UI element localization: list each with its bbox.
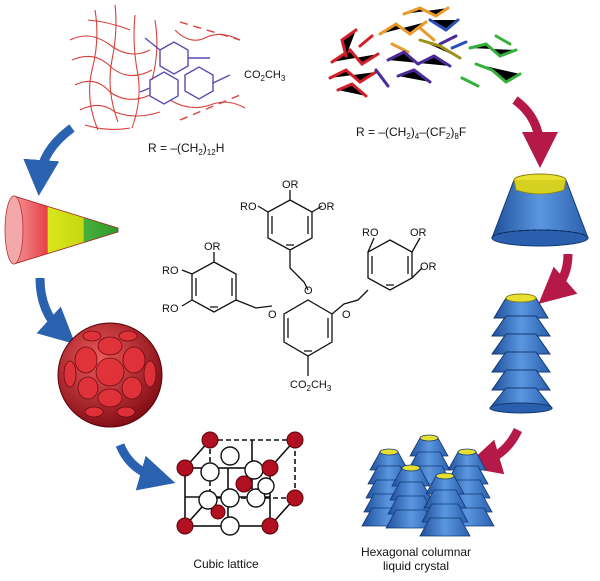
hexagonal-label-line1: Hexagonal columnar [361, 545, 471, 559]
co2ch3-label-sub2: 3 [281, 74, 286, 83]
arrow-red-2 [538, 253, 578, 304]
ro-left-bottom: RO [162, 303, 179, 315]
dendron-structure-formula: OR RO OR OR RO RO RO OR OR O O O CO2CH3 [162, 179, 437, 393]
or-top: OR [282, 179, 299, 191]
spherical-micelle [57, 322, 163, 428]
arrow-blue-3 [115, 443, 176, 491]
or-left-top: OR [204, 241, 221, 253]
ro-top-left: RO [240, 201, 257, 213]
single-cone [491, 173, 589, 247]
arrow-blue-2 [35, 277, 76, 345]
hexagonal-columnar-array [361, 434, 495, 537]
co2ch3-label-b: CH [265, 69, 281, 81]
o-center-right: O [342, 309, 351, 321]
o-center-left: O [268, 309, 277, 321]
o-center-top: O [304, 285, 313, 297]
dendron-hydrocarbon-model: CO2CH3 R = –(CH2)12H [69, 4, 286, 157]
arrows [23, 96, 578, 491]
or-top-right: OR [318, 201, 335, 213]
arrow-blue-1 [23, 124, 75, 196]
r-group-label-right: R = –(CH2)4–(CF2)8F [356, 125, 466, 141]
or-right-top: OR [410, 227, 427, 239]
co2ch3-label-a: CO [244, 69, 261, 81]
arrow-red-1 [512, 96, 558, 168]
ester-label: CO2CH3 [290, 379, 332, 393]
co2ch3-label-sub: 2 [261, 74, 266, 83]
arrow-red-3 [464, 427, 523, 475]
ro-left-mid: RO [162, 265, 179, 277]
r-group-label-left: R = –(CH2)12H [148, 141, 224, 157]
stacked-column [488, 293, 554, 414]
svg-text:CO2CH3: CO2CH3 [244, 69, 286, 83]
ro-right-top: RO [362, 227, 379, 239]
cubic-lattice-label: Cubic lattice [193, 557, 259, 571]
cubic-lattice [176, 431, 304, 536]
tapered-dendron-cone [4, 195, 119, 265]
dendron-fluorinated-model [328, 6, 522, 98]
or-right-mid: OR [420, 261, 437, 273]
hexagonal-label-line2: liquid crystal [383, 559, 449, 573]
